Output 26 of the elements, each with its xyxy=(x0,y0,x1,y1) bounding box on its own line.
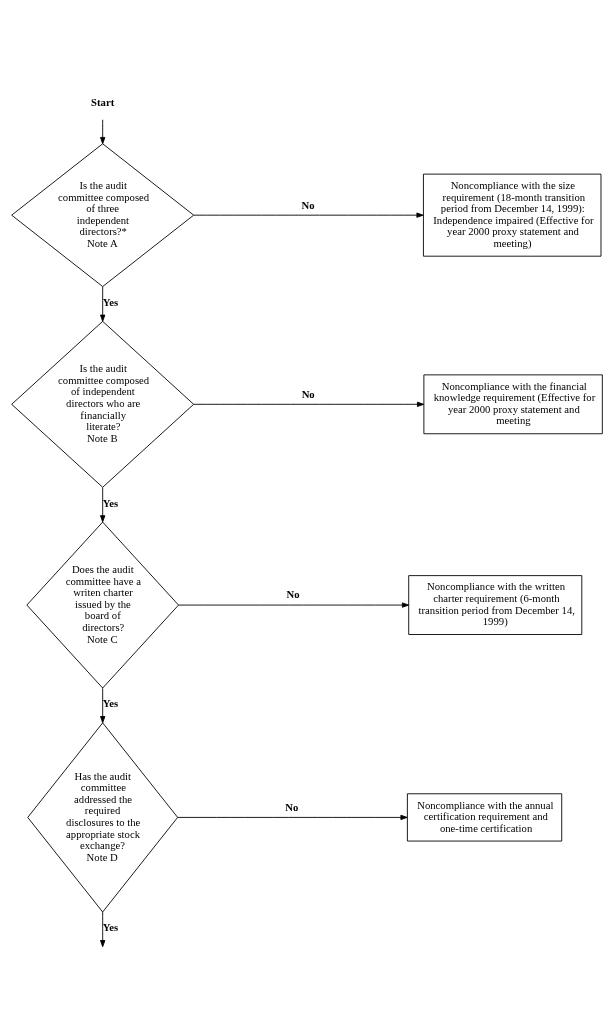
arrow xyxy=(100,118,106,144)
edge-label: No xyxy=(285,800,299,813)
edge-label: No xyxy=(301,387,315,400)
node-box: Noncompliance with the financial knowledge requirement (Effective for year 2000 proxy statement and meeting xyxy=(423,373,603,434)
edge-label: Yes xyxy=(102,496,119,509)
arrow xyxy=(178,601,410,608)
node-diamond: Is the audit committee composed of three independent directors?* Note A xyxy=(11,142,195,287)
node-box: Noncompliance with the size requirement (18-month transition period from December 14, 1999): Independence impaired (Effective for year 2000 proxy statement and meeting) xyxy=(423,173,602,257)
arrow xyxy=(100,911,106,947)
node-diamond: Is the audit committee composed of independent directors who are financially literate? Note B xyxy=(11,320,195,488)
arrow xyxy=(100,486,106,522)
arrow xyxy=(100,687,106,723)
node-diamond: Does the audit committee have a writen charter issued by the board of directors? Note C xyxy=(26,521,179,688)
edge-label: Yes xyxy=(102,696,119,709)
node-box: Noncompliance with the annual certification requirement and one-time certification xyxy=(406,792,563,841)
arrow xyxy=(100,285,106,322)
arrow xyxy=(177,814,408,820)
edge-label: Yes xyxy=(102,295,119,308)
edge-label: No xyxy=(301,198,315,211)
node-diamond: Has the audit committee addressed the required disclosures to the appropriate stock exchange? Note D xyxy=(27,721,179,912)
edge-label: No xyxy=(286,587,300,600)
arrow xyxy=(193,401,425,407)
node-text: Start xyxy=(91,95,115,107)
node-box: Noncompliance with the written charter requirement (6-month transition period from December 14, 1999) xyxy=(408,574,583,635)
arrow xyxy=(193,212,424,218)
edge-label: Yes xyxy=(102,920,119,933)
